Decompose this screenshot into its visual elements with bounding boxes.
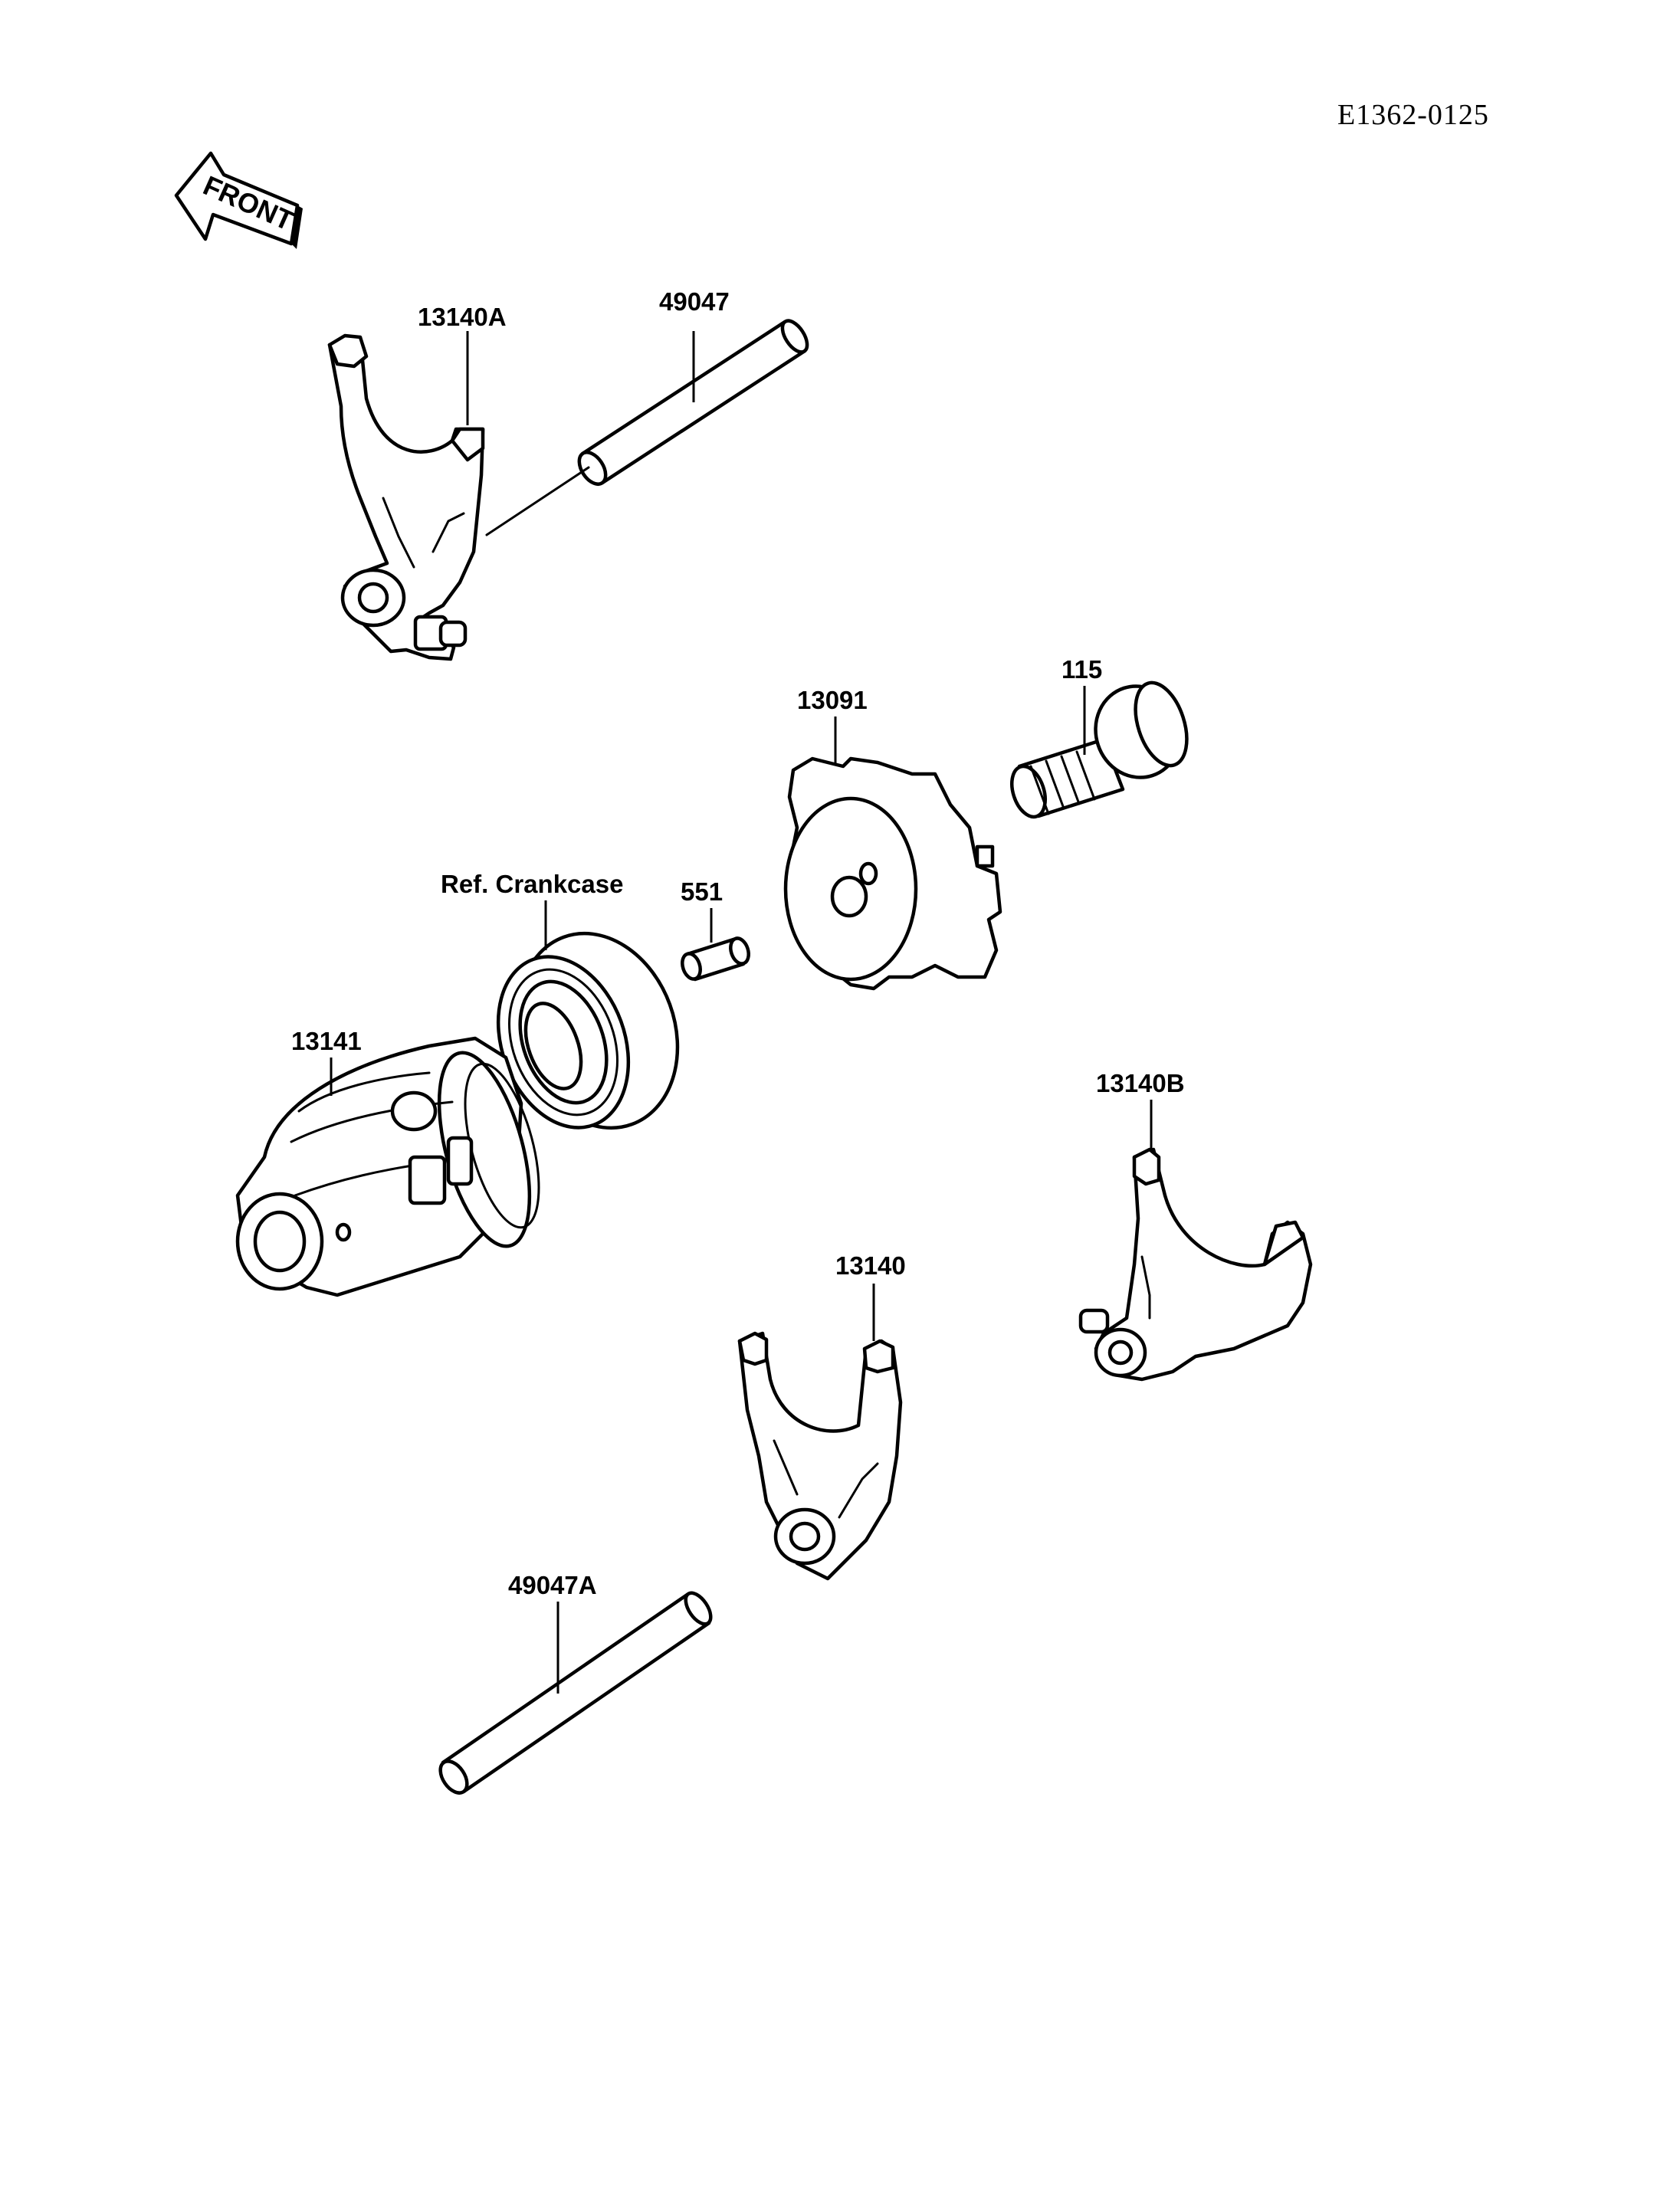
dowel-pin xyxy=(681,936,750,982)
shift-fork-upper xyxy=(327,333,485,661)
callout-13091: 13091 xyxy=(797,686,868,714)
callout-551: 551 xyxy=(681,877,723,906)
callout-13141: 13141 xyxy=(291,1027,362,1055)
shift-fork-right xyxy=(1078,1147,1313,1382)
callout-13140A: 13140A xyxy=(418,303,507,331)
shift-drum-pin-plate xyxy=(783,756,1002,991)
callout-49047A: 49047A xyxy=(508,1571,597,1599)
shift-rod-upper xyxy=(485,319,809,536)
shift-rod-lower xyxy=(438,1591,713,1795)
front-arrow-icon: FRONT xyxy=(174,151,303,249)
bearing xyxy=(496,931,680,1130)
callout-13140B: 13140B xyxy=(1096,1069,1185,1097)
callout-49047: 49047 xyxy=(659,287,730,316)
bolt xyxy=(1010,680,1189,819)
shift-fork-center xyxy=(737,1331,903,1581)
callout-115: 115 xyxy=(1061,655,1102,684)
diagram-code: E1362-0125 xyxy=(1337,99,1489,131)
shift-drum xyxy=(235,1036,540,1297)
callout-ref-crankcase: Ref. Crankcase xyxy=(441,870,623,898)
callout-13140: 13140 xyxy=(835,1251,906,1280)
